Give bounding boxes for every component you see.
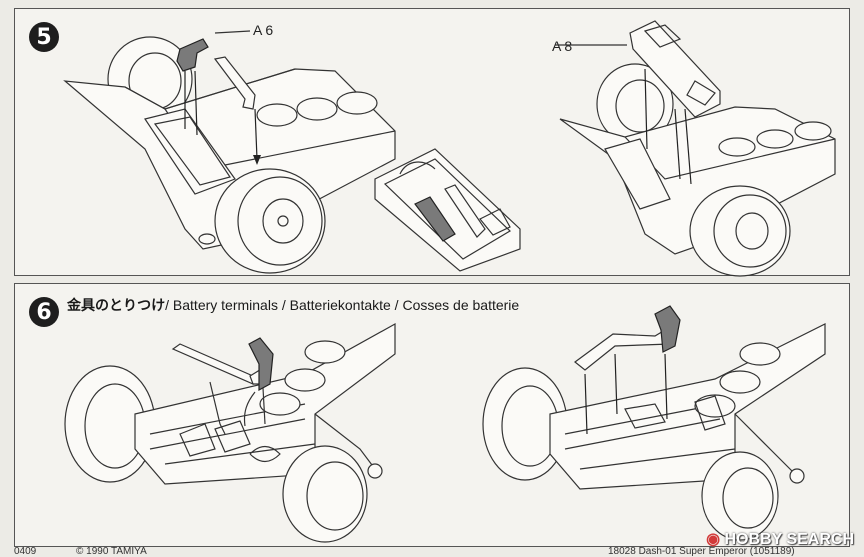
step-6-title: 金具のとりつけ/ Battery terminals / Batteriekon… bbox=[67, 295, 519, 315]
step-6-panel: 6 金具のとりつけ/ Battery terminals / Batteriek… bbox=[14, 283, 850, 547]
step-6-badge: 6 bbox=[29, 297, 59, 327]
step-5-badge: 5 bbox=[29, 22, 59, 52]
footer-copyright: © 1990 TAMIYA bbox=[76, 546, 147, 557]
step-5-terminal-detail-inset bbox=[15, 9, 849, 275]
step-5-chassis-left-illustration bbox=[15, 9, 849, 275]
hobby-search-logo-icon: ◉ bbox=[706, 531, 721, 548]
part-a8-label: A8 bbox=[552, 38, 576, 54]
step-6-title-jp: 金具のとりつけ bbox=[67, 298, 166, 314]
footer-page-code: 0409 bbox=[14, 546, 37, 557]
step-6-chassis-right-illustration bbox=[15, 284, 849, 546]
hobby-search-watermark: ◉ HOBBY SEARCH bbox=[706, 529, 854, 549]
step-6-chassis-left-illustration bbox=[15, 284, 849, 546]
step-5-panel: 5 A6 A8 bbox=[14, 8, 850, 276]
part-a6-label: A6 bbox=[253, 22, 277, 38]
watermark-text: HOBBY SEARCH bbox=[724, 531, 855, 548]
step-6-title-rest: / Battery terminals / Batteriekontakte /… bbox=[165, 297, 520, 313]
step-5-chassis-right-illustration bbox=[15, 9, 849, 275]
footer-product-code: 18028 Dash-01 Super Emperor (1051189) bbox=[608, 546, 795, 557]
